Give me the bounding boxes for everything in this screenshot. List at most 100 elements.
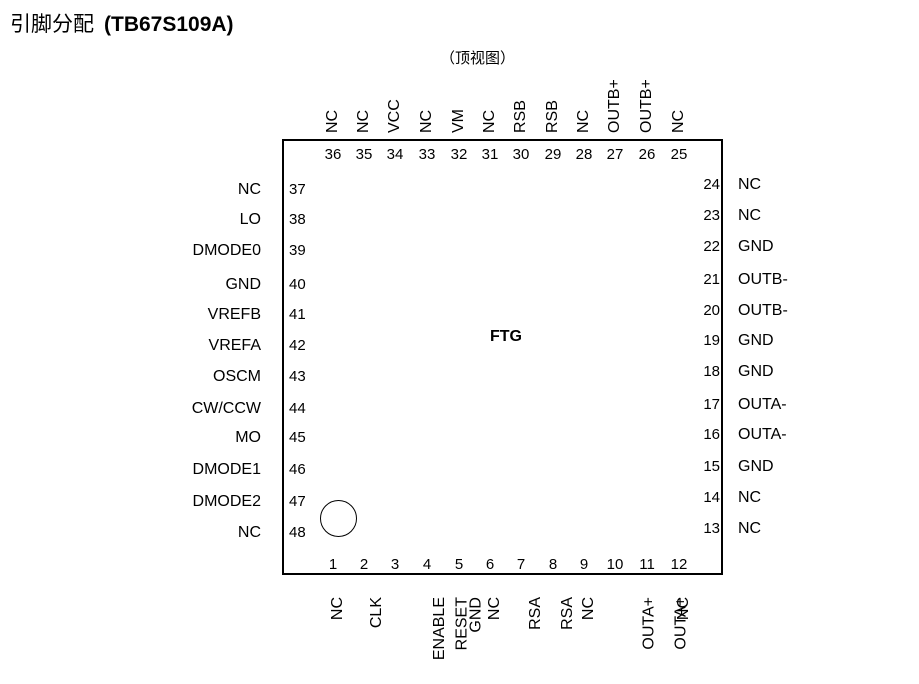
package-outline <box>282 139 723 575</box>
pin-number-right: 20 <box>703 302 720 319</box>
pin-number-left: 48 <box>289 524 306 541</box>
pin-name-left: MO <box>235 429 261 446</box>
pin-number-top: 32 <box>450 146 468 163</box>
pin-name-top: NC <box>418 109 435 133</box>
pin-number-left: 45 <box>289 429 306 446</box>
pin-name-left: DMODE0 <box>192 242 261 259</box>
pin-number-left: 47 <box>289 493 306 510</box>
pin-name-right: OUTB- <box>738 302 788 319</box>
pin-name-top: NC <box>670 109 687 133</box>
pin-number-top: 30 <box>512 146 530 163</box>
pin-name-bottom: NC <box>486 597 504 621</box>
pin-name-right: GND <box>738 458 774 475</box>
pin-number-right: 15 <box>703 458 720 475</box>
pin-number-left: 46 <box>289 461 306 478</box>
pin-name-top: OUTB+ <box>606 79 623 133</box>
pin-number-bottom: 6 <box>485 556 495 573</box>
pin-number-right: 14 <box>703 489 720 506</box>
pin-number-left: 40 <box>289 276 306 293</box>
pin-name-top: NC <box>575 109 592 133</box>
title-chinese: 引脚分配 <box>10 12 94 36</box>
pin-number-right: 16 <box>703 426 720 443</box>
pin-name-top: NC <box>324 109 341 133</box>
pin-name-right: OUTA- <box>738 426 787 443</box>
pin-name-bottom: CLK <box>368 597 386 629</box>
pin-number-top: 35 <box>355 146 373 163</box>
pin-number-left: 42 <box>289 337 306 354</box>
pin-name-left: CW/CCW <box>191 400 261 417</box>
pin-number-top: 31 <box>481 146 499 163</box>
pin-name-left: DMODE1 <box>192 461 261 478</box>
pin-name-bottom: ENABLE <box>431 597 449 661</box>
pin-number-bottom: 3 <box>390 556 400 573</box>
pin-number-left: 44 <box>289 400 306 417</box>
page-title: 引脚分配 (TB67S109A) <box>10 8 234 38</box>
pin-number-right: 23 <box>703 207 720 224</box>
pin-name-left: GND <box>225 276 261 293</box>
pin-number-bottom: 7 <box>516 556 526 573</box>
pin-number-bottom: 1 <box>328 556 338 573</box>
pin-number-top: 34 <box>386 146 404 163</box>
pin-number-left: 39 <box>289 242 306 259</box>
pin-name-left: LO <box>239 211 261 228</box>
pin-name-bottom: NC <box>329 597 347 621</box>
pin-name-top: VCC <box>386 99 403 133</box>
pin-name-right: GND <box>738 238 774 255</box>
pin-name-top: RSB <box>512 100 529 133</box>
pin-name-left: OSCM <box>213 368 261 385</box>
pin-name-top: VM <box>450 109 467 133</box>
pin-number-bottom: 12 <box>670 556 688 573</box>
pin-name-bottom: NC <box>675 597 693 621</box>
pin-number-right: 24 <box>703 176 720 193</box>
pin-name-left: NC <box>237 181 261 198</box>
pin-number-right: 17 <box>703 396 720 413</box>
pin-number-right: 21 <box>703 271 720 288</box>
pin-number-bottom: 9 <box>579 556 589 573</box>
pin-number-top: 29 <box>544 146 562 163</box>
pin-number-right: 22 <box>703 238 720 255</box>
pin-name-right: GND <box>738 332 774 349</box>
view-label: （顶视图） <box>440 49 516 67</box>
pin-number-right: 19 <box>703 332 720 349</box>
pin-name-right: NC <box>738 207 762 224</box>
pin-name-left: VREFB <box>207 306 261 323</box>
pin-number-top: 27 <box>606 146 624 163</box>
pin-name-top: RSB <box>544 100 561 133</box>
pin-number-bottom: 8 <box>548 556 558 573</box>
pin-number-top: 25 <box>670 146 688 163</box>
pin-number-left: 37 <box>289 181 306 198</box>
title-part-number: (TB67S109A) <box>104 13 234 36</box>
pin-name-bottom: GND <box>467 597 485 633</box>
pin-number-top: 36 <box>324 146 342 163</box>
pin-name-bottom: RSA <box>526 597 544 630</box>
pin-name-bottom: RSA <box>558 597 576 630</box>
pin-number-left: 43 <box>289 368 306 385</box>
pin-number-bottom: 2 <box>359 556 369 573</box>
pin-name-right: GND <box>738 363 774 380</box>
pin-number-left: 38 <box>289 211 306 228</box>
pin-name-left: DMODE2 <box>192 493 261 510</box>
pin-number-right: 13 <box>703 520 720 537</box>
package-center-label: FTG <box>490 328 522 345</box>
pin-number-bottom: 10 <box>606 556 624 573</box>
pin-number-top: 26 <box>638 146 656 163</box>
pin-name-right: OUTB- <box>738 271 788 288</box>
pin-number-bottom: 11 <box>639 556 655 573</box>
pin-number-right: 18 <box>703 363 720 380</box>
pin-number-bottom: 4 <box>422 556 432 573</box>
pin-name-left: NC <box>237 524 261 541</box>
pin-name-top: OUTB+ <box>638 79 655 133</box>
pin-number-bottom: 5 <box>454 556 464 573</box>
pin-name-left: VREFA <box>208 337 261 354</box>
pin-name-right: NC <box>738 489 762 506</box>
pin-name-top: NC <box>355 109 372 133</box>
pin1-marker <box>320 500 357 537</box>
pin-name-right: OUTA- <box>738 396 787 413</box>
pin-number-top: 28 <box>575 146 593 163</box>
pin-name-right: NC <box>738 520 762 537</box>
pin-name-top: NC <box>481 109 498 133</box>
pin-number-left: 41 <box>289 306 306 323</box>
pin-name-right: NC <box>738 176 762 193</box>
pin-name-bottom: OUTA+ <box>640 597 658 650</box>
pin-number-top: 33 <box>418 146 436 163</box>
